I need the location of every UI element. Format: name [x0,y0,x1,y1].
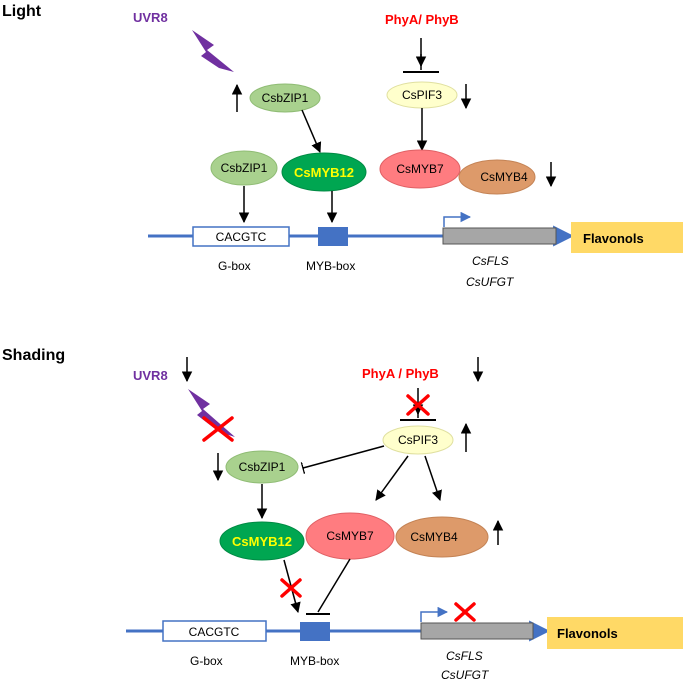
shading-gbox-label: G-box [190,654,223,668]
shading-uvr8-label: UVR8 [133,368,168,383]
shading-mybbox-element [300,622,330,641]
light-csfls-label: CsFLS [472,254,509,268]
light-csmyb4-label: CsMYB4 [480,170,528,184]
light-csmyb7-node [379,149,461,189]
light-tss-arrow [443,211,472,227]
shading-gbox-element [162,620,267,642]
light-cspif3-label: CsPIF3 [402,88,442,102]
shading-csbzip1-node [225,450,299,484]
light-gbox-label: G-box [218,259,251,273]
light-csmyb12-node [281,152,367,192]
shading-pif3-to-myb7-arrow [375,455,409,501]
light-gbox-element [192,226,290,247]
light-mybbox-label: MYB-box [306,259,355,273]
shading-mybbox-label: MYB-box [290,654,339,668]
light-flavonols-box [571,222,683,253]
shading-csufgt-label: CsUFGT [441,668,490,681]
shading-panel: Shading UVR8 PhyA / PhyB CsPIF3 CsbZIP1 [2,347,683,681]
light-panel: Light UVR8 PhyA/ PhyB CsbZIP1 CsPIF3 Csb… [2,3,683,289]
shading-cacgtc-label: CACGTC [189,625,240,639]
light-csufgt-label: CsUFGT [466,275,515,289]
shading-cspif3-label: CsPIF3 [398,433,438,447]
light-cacgtc-label: CACGTC [216,230,267,244]
light-csmyb4-node [458,159,536,195]
shading-csmyb7-label: CsMYB7 [326,529,374,543]
shading-csmyb12-label: CsMYB12 [232,534,292,549]
shading-title: Shading [2,347,65,364]
shading-cspif3-node [382,425,454,455]
light-mybbox-element [318,227,348,246]
light-title: Light [2,3,42,20]
light-uvr8-label: UVR8 [133,10,168,25]
light-bzip-to-myb12-arrow [301,109,322,153]
light-csmyb7-label: CsMYB7 [396,162,444,176]
shading-csbzip1-label: CsbZIP1 [239,460,286,474]
shading-tss-cross-icon [454,602,476,622]
light-csmyb12-label: CsMYB12 [294,165,354,180]
shading-phy-label: PhyA / PhyB [362,366,439,381]
shading-pif3-inhibit-bzip-line [303,445,385,468]
shading-myb12-cross-icon [280,578,302,598]
light-flavonols-label: Flavonols [583,231,644,246]
light-csbzip1-label: CsbZIP1 [221,161,268,175]
shading-pif3-to-myb4-arrow [424,455,442,501]
light-phy-label: PhyA/ PhyB [385,12,459,27]
shading-uvr8-cross-icon [202,416,234,442]
light-csbzip1-top-label: CsbZIP1 [262,91,309,105]
shading-csfls-label: CsFLS [446,649,483,663]
shading-tss-arrow [420,606,449,622]
shading-csmyb4-node [395,516,489,558]
light-gene-box [442,227,557,245]
shading-flavonols-label: Flavonols [557,626,618,641]
shading-gene-box [420,622,534,640]
light-csbzip1-top-node [249,83,321,113]
shading-uvr8-lightning-icon [188,389,235,437]
light-csbzip1-node [210,150,278,186]
shading-csmyb12-node [219,521,305,561]
shading-csmyb4-label: CsMYB4 [410,530,458,544]
shading-myb7-inhibit-line [317,558,351,613]
shading-phy-cross-icon [406,394,430,416]
light-uvr8-lightning-icon [192,30,234,72]
shading-flavonols-box [547,617,683,649]
